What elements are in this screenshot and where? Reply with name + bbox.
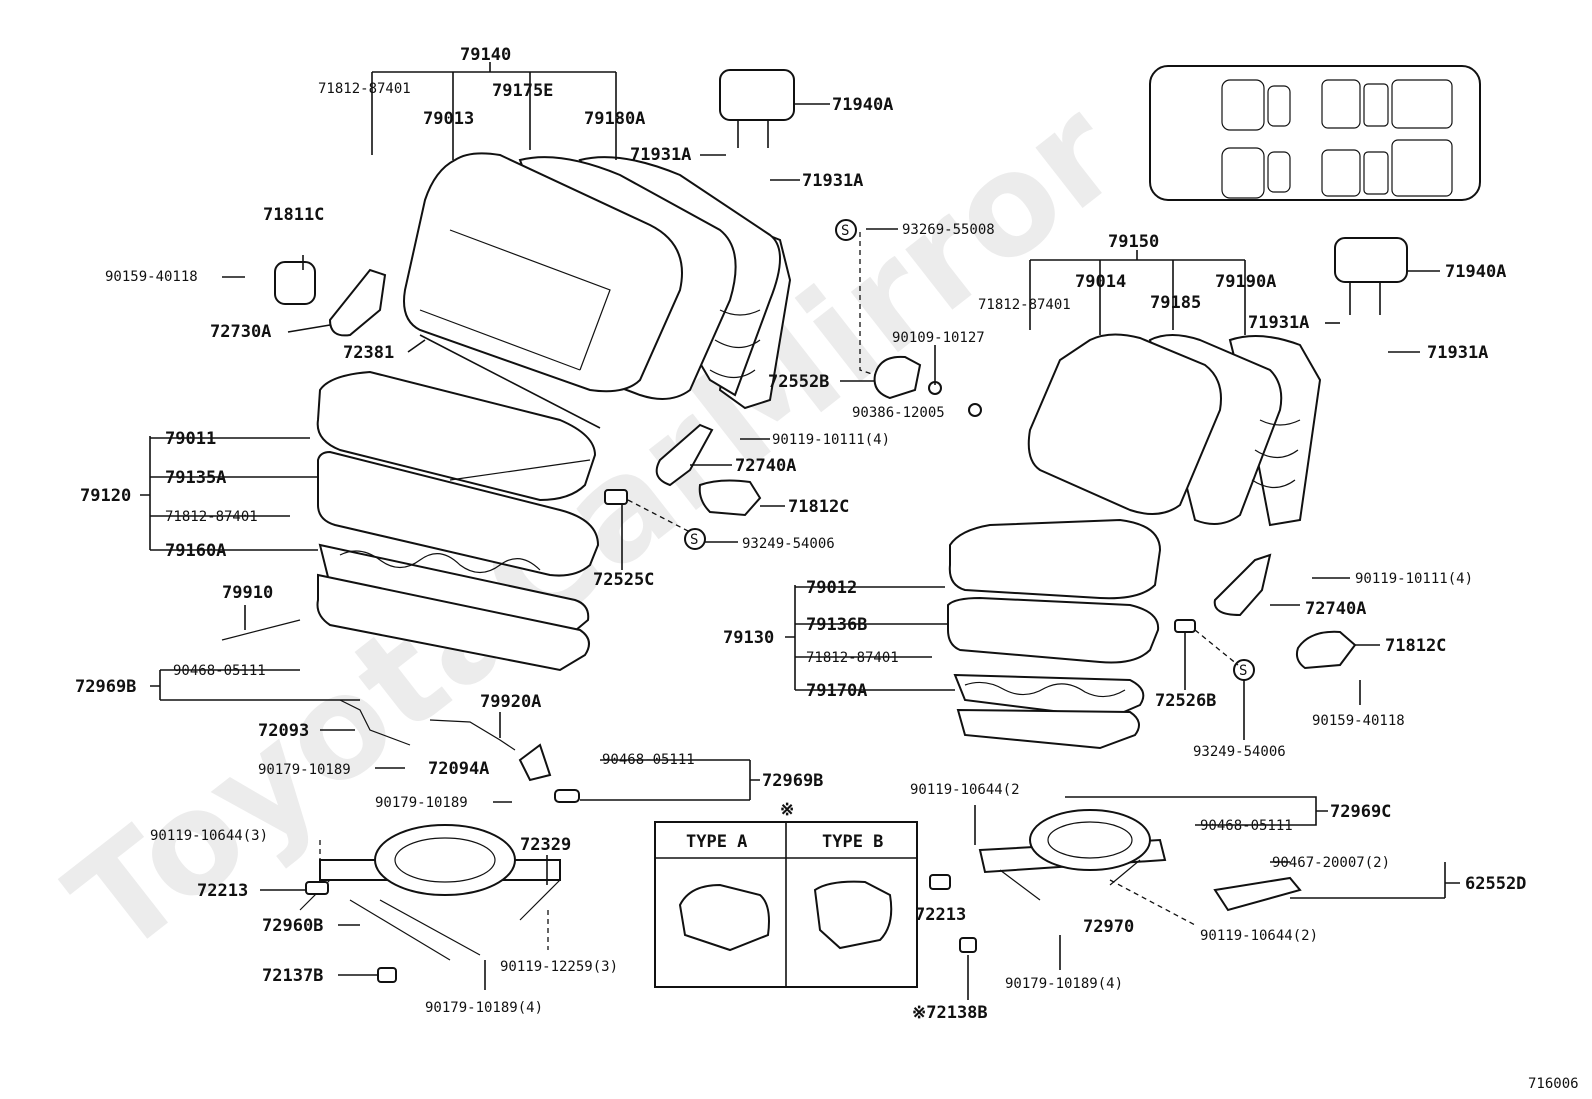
front-seat-track — [929, 809, 1167, 953]
label-71931A: 71931A — [802, 171, 863, 191]
label-90468-05111: 90468-05111 — [1200, 818, 1293, 834]
label-90119-12259-3: 90119-12259(3) — [500, 959, 618, 975]
label-79180A: 79180A — [584, 109, 645, 129]
label-79130: 79130 — [723, 628, 774, 648]
label-72970: 72970 — [1083, 917, 1134, 937]
label-90159-40118: 90159-40118 — [105, 269, 198, 285]
label-79012: 79012 — [806, 578, 857, 598]
label-71940A: 71940A — [832, 95, 893, 115]
label-62552D: 62552D — [1465, 874, 1526, 894]
figure-code: 716006 — [1528, 1076, 1579, 1092]
front-seat-back-assembly — [1027, 333, 1322, 527]
label-90179-10189: 90179-10189 — [375, 795, 468, 811]
label-90179-10189: 90179-10189 — [258, 762, 351, 778]
label-79150: 79150 — [1108, 232, 1159, 252]
label-72740A: 72740A — [735, 456, 796, 476]
label-79190A: 79190A — [1215, 272, 1276, 292]
headrest-left — [719, 69, 795, 148]
label-90386-12005: 90386-12005 — [852, 405, 945, 421]
label-93249-54006: 93249-54006 — [1193, 744, 1286, 760]
label-71811C: 71811C — [263, 205, 324, 225]
label-71812-87401: 71812-87401 — [318, 81, 411, 97]
headrest-right — [1334, 237, 1408, 315]
label-90179-10189-4: 90179-10189(4) — [1005, 976, 1123, 992]
label-79175E: 79175E — [492, 81, 553, 101]
label-90119-10111-4: 90119-10111(4) — [1355, 571, 1473, 587]
label-72094A: 72094A — [428, 759, 489, 779]
label-79135A: 79135A — [165, 468, 226, 488]
label-72526B: 72526B — [1155, 691, 1216, 711]
label-72138B: ※72138B — [912, 1003, 988, 1023]
rear-seat-track — [299, 824, 561, 983]
type-a-label: TYPE A — [686, 832, 747, 852]
label-93249-54006: 93249-54006 — [742, 536, 835, 552]
rear-seat-cushion-assembly — [316, 334, 601, 672]
label-72740A: 72740A — [1305, 599, 1366, 619]
label-71812-87401: 71812-87401 — [978, 297, 1071, 313]
label-79136B: 79136B — [806, 615, 867, 635]
label-71812-87401: 71812-87401 — [806, 650, 899, 666]
s-mark-letter: S — [841, 223, 849, 239]
label-72730A: 72730A — [210, 322, 271, 342]
label-79014: 79014 — [1075, 272, 1126, 292]
label-90119-10644-3: 90119-10644(3) — [150, 828, 268, 844]
label-90119-10111-4: 90119-10111(4) — [772, 432, 890, 448]
label-79013: 79013 — [423, 109, 474, 129]
label-71812C: 71812C — [788, 497, 849, 517]
label-90119-10644-2: 90119-10644(2) — [1200, 928, 1318, 944]
label-79140: 79140 — [460, 45, 511, 65]
label-93269-55008: 93269-55008 — [902, 222, 995, 238]
small-parts — [221, 261, 1357, 912]
label-90119-10644-2: 90119-10644(2 — [910, 782, 1020, 798]
front-seat-cushion-assembly — [947, 518, 1162, 750]
label-72969B: 72969B — [75, 677, 136, 697]
label-71931A: 71931A — [1427, 343, 1488, 363]
label-71931A: 71931A — [630, 145, 691, 165]
type-b-label: TYPE B — [822, 832, 883, 852]
label-79910: 79910 — [222, 583, 273, 603]
vehicle-locator-inset — [1149, 65, 1481, 201]
label-79920A: 79920A — [480, 692, 541, 712]
label-71812C: 71812C — [1385, 636, 1446, 656]
label-79011: 79011 — [165, 429, 216, 449]
type-box — [654, 821, 918, 988]
label-72552B: 72552B — [768, 372, 829, 392]
type-note-mark: ※ — [780, 800, 794, 820]
label-79170A: 79170A — [806, 681, 867, 701]
label-72213: 72213 — [197, 881, 248, 901]
label-90467-20007-2: 90467-20007(2) — [1272, 855, 1390, 871]
label-72969C: 72969C — [1330, 802, 1391, 822]
label-72381: 72381 — [343, 343, 394, 363]
label-72960B: 72960B — [262, 916, 323, 936]
label-71940A: 71940A — [1445, 262, 1506, 282]
label-72137B: 72137B — [262, 966, 323, 986]
label-79160A: 79160A — [165, 541, 226, 561]
label-90468-05111: 90468-05111 — [173, 663, 266, 679]
label-72525C: 72525C — [593, 570, 654, 590]
s-mark-letter: S — [690, 532, 698, 548]
s-mark-symbols: S S S — [684, 219, 1255, 681]
label-90179-10189-4: 90179-10189(4) — [425, 1000, 543, 1016]
label-71931A: 71931A — [1248, 313, 1309, 333]
rear-seat-back-assembly — [403, 152, 792, 410]
s-mark-letter: S — [1239, 663, 1247, 679]
label-71812-87401: 71812-87401 — [165, 509, 258, 525]
label-79120: 79120 — [80, 486, 131, 506]
label-72329: 72329 — [520, 835, 571, 855]
label-90468-05111: 90468-05111 — [602, 752, 695, 768]
label-90109-10127: 90109-10127 — [892, 330, 985, 346]
label-72969B: 72969B — [762, 771, 823, 791]
label-72093: 72093 — [258, 721, 309, 741]
part-labels: 79140 71812-87401 79175E 79013 79180A 71… — [75, 45, 1526, 1023]
label-79185: 79185 — [1150, 293, 1201, 313]
label-72213: 72213 — [915, 905, 966, 925]
label-90159-40118: 90159-40118 — [1312, 713, 1405, 729]
leader-lines — [140, 62, 1460, 1000]
